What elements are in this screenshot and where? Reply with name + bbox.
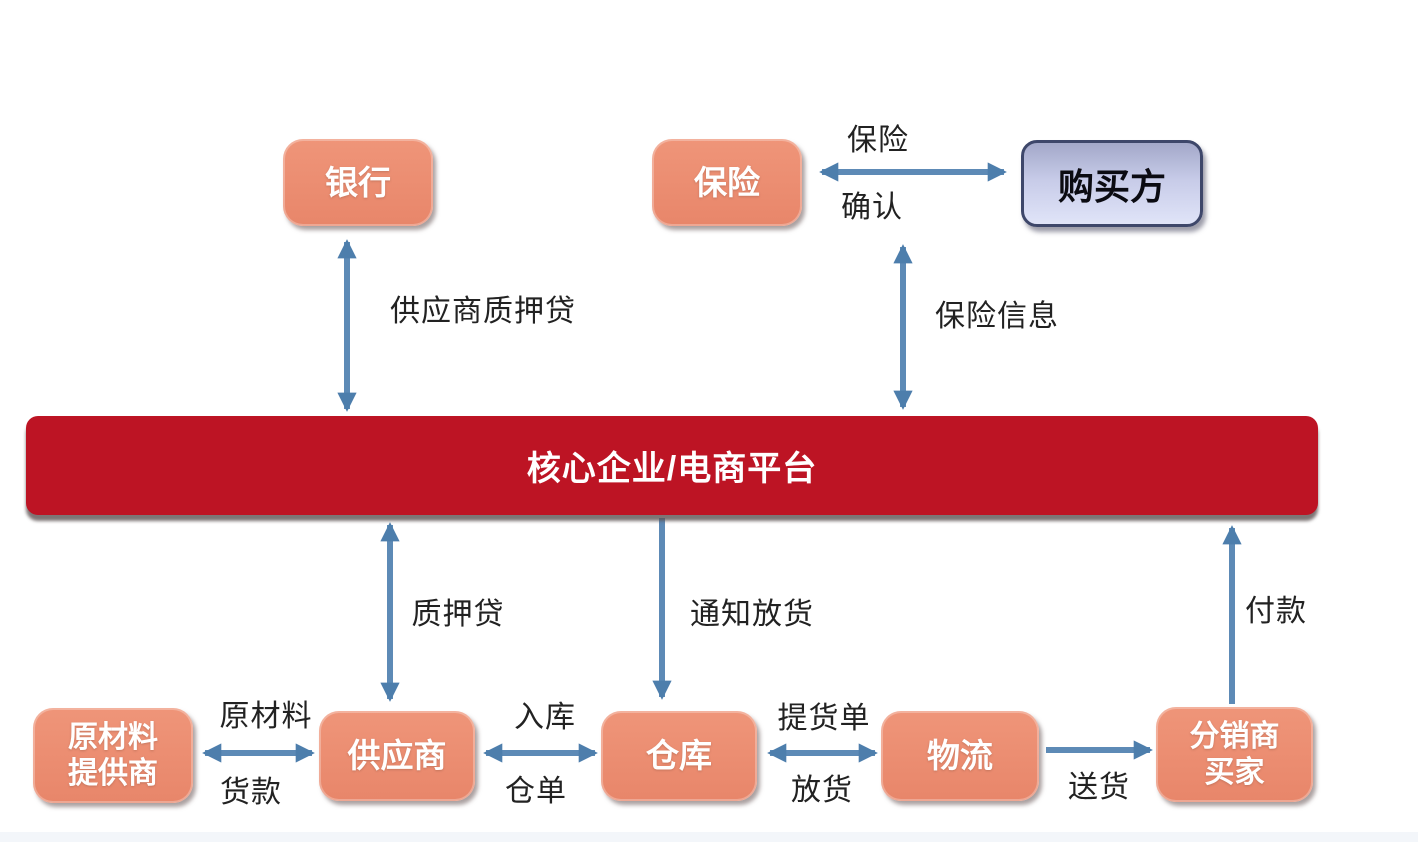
node-raw-material-provider: 原材料 提供商	[33, 708, 193, 803]
node-bank: 银行	[283, 139, 433, 226]
bottom-strip	[0, 832, 1418, 842]
edge-label-supplier-warehouse-top: 入库	[514, 701, 576, 734]
edge-label-raw-supplier-top: 原材料	[219, 700, 313, 733]
edge-label-platform-supplier: 质押贷	[411, 598, 505, 631]
edge-label-logistics-distributor: 送货	[1068, 771, 1130, 804]
node-warehouse: 仓库	[601, 711, 757, 801]
node-insurance: 保险	[652, 139, 802, 226]
node-core-platform: 核心企业/电商平台	[26, 416, 1318, 515]
node-logistics: 物流	[881, 711, 1039, 801]
edge-label-bank-platform: 供应商质押贷	[390, 295, 576, 328]
edge-label-warehouse-logistics-bottom: 放货	[791, 774, 853, 807]
edge-label-supplier-warehouse-bottom: 仓单	[505, 775, 567, 808]
node-supplier: 供应商	[319, 711, 475, 801]
node-distributor-buyer: 分销商 买家	[1156, 707, 1313, 802]
edge-label-distributor-platform: 付款	[1245, 595, 1307, 628]
node-buyer: 购买方	[1021, 140, 1203, 227]
edge-label-insurance-buyer-top: 保险	[847, 124, 909, 157]
edge-label-insurance-platform: 保险信息	[935, 300, 1059, 333]
edge-label-raw-supplier-bottom: 货款	[220, 776, 282, 809]
edge-label-warehouse-logistics-top: 提货单	[777, 702, 871, 735]
edge-label-insurance-buyer-bottom: 确认	[841, 191, 903, 224]
edge-label-platform-warehouse: 通知放货	[690, 598, 814, 631]
